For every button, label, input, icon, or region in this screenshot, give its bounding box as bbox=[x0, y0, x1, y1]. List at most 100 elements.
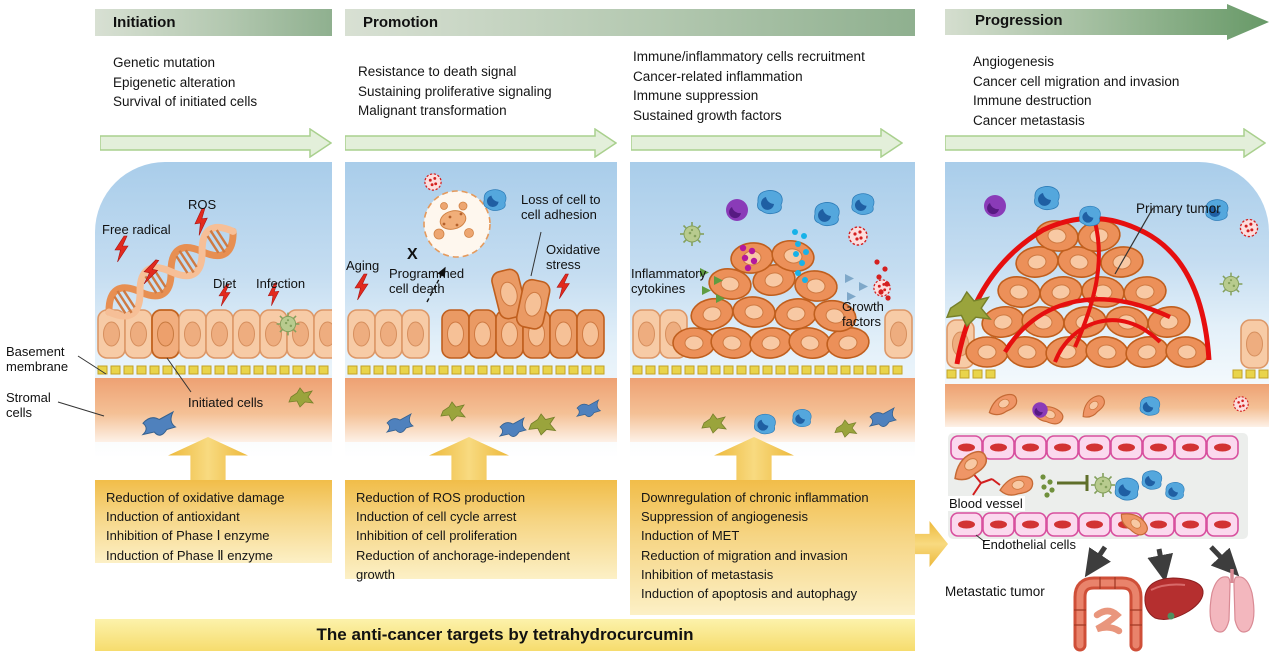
virus-icon bbox=[679, 221, 705, 247]
lymphocyte-icon bbox=[1032, 402, 1048, 418]
macrophage-icon bbox=[757, 189, 783, 215]
target-line: Inhibition of metastasis bbox=[641, 566, 774, 582]
bullet-line: Immune suppression bbox=[633, 88, 759, 104]
tissue-label-connectors bbox=[57, 355, 107, 417]
lightning-icon bbox=[114, 235, 129, 263]
endothelial-cells-label: Endothelial cells bbox=[982, 537, 1076, 552]
ros-label: ROS bbox=[188, 197, 217, 212]
target-line: Induction of MET bbox=[641, 528, 740, 544]
macrophage-icon bbox=[792, 408, 812, 428]
growth-factors-label: Growth factors bbox=[842, 299, 884, 330]
initiation-illustration-panel bbox=[95, 162, 332, 458]
target-box-progression: Downregulation of chronic inflammation S… bbox=[630, 480, 915, 615]
progression-illustration bbox=[945, 185, 1269, 427]
banner-title: The anti-cancer targets by tetrahydrocur… bbox=[95, 619, 915, 651]
red-dotted-cell-icon bbox=[848, 226, 868, 246]
macrophage-icon bbox=[1139, 396, 1161, 416]
basement-membrane-row bbox=[347, 365, 605, 375]
magenta-cytokine-dots bbox=[739, 244, 758, 272]
endothelial-band-top bbox=[950, 435, 1239, 460]
initiation-illustration bbox=[95, 207, 332, 442]
stage-bar-promotion: Promotion bbox=[345, 9, 915, 36]
macrophage-icon bbox=[1078, 205, 1101, 227]
bullet-line: Cancer metastasis bbox=[973, 112, 1085, 128]
aging-label: Aging bbox=[346, 258, 380, 273]
macrophage-icon bbox=[851, 193, 875, 215]
metastatic-tumor-label: Metastatic tumor bbox=[945, 584, 1045, 599]
flow-arrow-initiation bbox=[100, 128, 332, 158]
target-line: Reduction of oxidative damage bbox=[106, 490, 285, 505]
free-radical-label: Free radical bbox=[102, 222, 171, 237]
inflammation-illustration-panel bbox=[630, 162, 915, 458]
bullet-line: Resistance to death signal bbox=[358, 64, 517, 79]
red-dotted-cell-icon bbox=[424, 173, 442, 191]
flow-arrow-promotion-2 bbox=[631, 128, 903, 158]
promotion-bullets-left: Resistance to death signal Sustaining pr… bbox=[358, 62, 623, 121]
bullet-line: Cancer-related inflammation bbox=[633, 68, 803, 84]
target-box-promotion: Reduction of ROS production Induction of… bbox=[345, 480, 617, 582]
bullet-line: Immune/inflammatory cells recruitment bbox=[633, 49, 865, 64]
target-line: Induction of antioxidant bbox=[106, 509, 240, 525]
lymphocyte-icon bbox=[984, 195, 1006, 217]
lymphocyte-icon bbox=[726, 199, 748, 221]
stage-label-progression: Progression bbox=[975, 11, 1063, 29]
loss-of-adhesion-label: Loss of cell to cell adhesion bbox=[521, 192, 601, 223]
blood-vessel-illustration bbox=[947, 433, 1255, 652]
target-line: Induction of apoptosis and autophagy bbox=[641, 586, 858, 602]
target-line: Reduction of ROS production bbox=[356, 490, 526, 505]
basement-membrane-row bbox=[946, 369, 1269, 379]
inflammatory-cytokines-label: Inflammatory cytokines bbox=[631, 266, 707, 297]
lightning-icon bbox=[556, 273, 570, 299]
flow-arrow-promotion-1 bbox=[345, 128, 617, 158]
stage-bar-initiation: Initiation bbox=[95, 9, 332, 36]
bullet-line: Genetic mutation bbox=[113, 55, 216, 70]
target-line: Inhibition of Phase Ⅰ enzyme bbox=[106, 528, 270, 544]
target-line: Induction of cell cycle arrest bbox=[356, 509, 517, 525]
promotion-bullets-right: Immune/inflammatory cells recruitment Ca… bbox=[633, 47, 913, 125]
liver-icon bbox=[1144, 577, 1204, 620]
virus-icon bbox=[1218, 271, 1244, 297]
macrophage-icon bbox=[1034, 185, 1060, 211]
bullet-line: Sustained growth factors bbox=[633, 107, 782, 123]
initiated-cell-icon bbox=[151, 309, 180, 359]
basement-membrane-row bbox=[97, 365, 329, 375]
inhibition-bar-icon bbox=[1057, 475, 1089, 491]
metastasis-arrows bbox=[1084, 545, 1240, 583]
virus-icon bbox=[275, 311, 301, 337]
green-dots bbox=[1040, 474, 1055, 498]
epithelium-row bbox=[97, 309, 332, 359]
cyan-cytokine-dots bbox=[792, 229, 809, 283]
blue-triangles bbox=[845, 274, 868, 301]
virus-icon bbox=[1090, 472, 1116, 498]
bullet-line: Epigenetic alteration bbox=[113, 74, 236, 90]
progression-bullets: Angiogenesis Cancer cell migration and i… bbox=[973, 52, 1263, 130]
stage-label-initiation: Initiation bbox=[113, 14, 176, 31]
lightning-icon bbox=[354, 273, 369, 301]
macrophage-icon bbox=[753, 413, 776, 435]
infection-label: Infection bbox=[256, 276, 306, 291]
dna-icon bbox=[105, 223, 237, 320]
macrophage-icon bbox=[814, 201, 840, 227]
flow-arrow-progression bbox=[945, 128, 1266, 158]
initiation-bullets: Genetic mutation Epigenetic alteration S… bbox=[113, 53, 338, 112]
apoptotic-cell-icon bbox=[423, 190, 491, 258]
bullet-line: Immune destruction bbox=[973, 93, 1092, 109]
primary-tumor-mound bbox=[965, 217, 1211, 371]
stage-label-promotion: Promotion bbox=[363, 14, 438, 31]
stage-bar-progression-arrow bbox=[945, 4, 1269, 40]
basement-membrane-label: Basement membrane bbox=[6, 344, 69, 375]
green-triangles bbox=[700, 268, 725, 303]
basement-membrane-row bbox=[632, 365, 903, 375]
bullet-line: Sustaining proliferative signaling bbox=[358, 83, 552, 99]
diet-label: Diet bbox=[213, 276, 237, 291]
blood-vessel-label: Blood vessel bbox=[947, 496, 1025, 512]
bullet-line: Angiogenesis bbox=[973, 54, 1055, 69]
macrophage-icon bbox=[1114, 477, 1140, 501]
lungs-icon bbox=[1209, 569, 1255, 633]
target-box-initiation: Reduction of oxidative damage Induction … bbox=[95, 480, 332, 563]
initiated-cells-label: Initiated cells bbox=[188, 395, 264, 410]
stromal-cells-label: Stromal cells bbox=[6, 390, 51, 421]
colon-icon bbox=[1073, 576, 1143, 652]
x-mark: X bbox=[407, 246, 418, 263]
